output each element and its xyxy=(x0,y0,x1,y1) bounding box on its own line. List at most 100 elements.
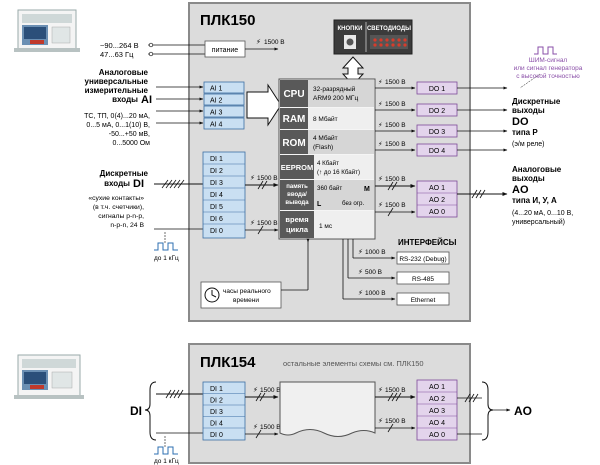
svg-text:сигналы p-n-p,: сигналы p-n-p, xyxy=(98,213,144,220)
plc154-di-label: DI xyxy=(130,404,142,418)
svg-text:⚡: ⚡ xyxy=(250,219,255,227)
svg-text:времени: времени xyxy=(233,297,259,304)
do-code: DO xyxy=(512,116,529,128)
svg-text:(э/м реле): (э/м реле) xyxy=(512,141,544,148)
ai-description: Аналоговые универсальные измерительные в… xyxy=(84,68,152,147)
rs232-box: RS-232 (Debug) xyxy=(396,251,450,265)
svg-text:AO 2: AO 2 xyxy=(429,396,445,403)
svg-text:⚡: ⚡ xyxy=(250,174,255,182)
svg-text:4 Мбайт: 4 Мбайт xyxy=(313,134,338,142)
svg-text:часы реального: часы реального xyxy=(223,288,271,295)
svg-text:выходы: выходы xyxy=(512,106,545,115)
ao-description: Аналоговые выходы AO типа И, У, А (4...2… xyxy=(512,165,573,226)
svg-text:DO 1: DO 1 xyxy=(429,86,445,93)
power-block-label: питание xyxy=(212,47,238,54)
di-channels: до 1 кГц DI 1 DI 2 DI 3 DI 4 DI 5 DI 6 D… xyxy=(154,151,279,262)
plc154-title: ПЛК154 xyxy=(200,354,256,371)
eeprom-label: EEPROM xyxy=(281,163,314,172)
do-3-box: DO 3 xyxy=(416,124,458,138)
svg-text:универсальные: универсальные xyxy=(85,77,149,86)
di-description: Дискретные входы DI «сухие контакты» (в … xyxy=(88,169,148,229)
buttons-leds-block: КНОПКИ СВЕТОДИОДЫ xyxy=(333,19,413,55)
buttons-cpu-link xyxy=(341,56,365,86)
svg-text:⚡: ⚡ xyxy=(358,268,363,276)
svg-text:n-p-n, 24 В: n-p-n, 24 В xyxy=(110,222,144,229)
plc154-pulse-icon xyxy=(154,446,178,455)
svg-text:AO 4: AO 4 xyxy=(429,420,445,427)
svg-text:«сухие контакты»: «сухие контакты» xyxy=(88,195,144,202)
svg-text:360 байт: 360 байт xyxy=(317,185,342,192)
ai-1-box: AI 1 xyxy=(203,81,245,94)
di-2-label: DI 2 xyxy=(210,168,223,175)
svg-text:1500 В: 1500 В xyxy=(385,141,406,148)
interfaces: ИНТЕРФЕЙСЫ ⚡1000 В ⚡500 В ⚡1000 В RS-232… xyxy=(342,238,457,306)
svg-text:0...5 мА, 0...1(10) В,: 0...5 мА, 0...1(10) В, xyxy=(86,122,150,129)
svg-text:DI 4: DI 4 xyxy=(210,421,223,428)
svg-text:DI 1: DI 1 xyxy=(210,386,223,393)
ai-2-box: AI 2 xyxy=(203,93,245,106)
plc154-ao-label: AO xyxy=(514,404,532,418)
ai-channels: AI 1 AI 2 AI 3 AI 4 xyxy=(156,81,282,130)
ao-code: AO xyxy=(512,184,529,196)
svg-text:1500 В: 1500 В xyxy=(385,79,406,86)
svg-text:1500 В: 1500 В xyxy=(385,387,406,394)
svg-text:Ethernet: Ethernet xyxy=(411,297,436,304)
svg-text:AI 2: AI 2 xyxy=(210,98,223,105)
buttons-label: КНОПКИ xyxy=(338,26,363,32)
svg-text:ARM9 200 МГц: ARM9 200 МГц xyxy=(313,95,358,102)
svg-text:(Flash): (Flash) xyxy=(313,144,333,151)
svg-text:4 Кбайт: 4 Кбайт xyxy=(317,160,339,167)
plc154-device-image xyxy=(14,354,84,399)
ao-isolation: 1500 В xyxy=(385,176,406,183)
svg-text:1500 В: 1500 В xyxy=(260,387,281,394)
svg-text:измерительные: измерительные xyxy=(85,86,149,95)
do-description: ШИМ-сигнал или сигнал генератора с высок… xyxy=(512,57,583,148)
ram-label: RAM xyxy=(283,114,306,125)
interfaces-title: ИНТЕРФЕЙСЫ xyxy=(398,238,457,247)
cycle-label-2: цикла xyxy=(286,225,309,234)
svg-text:⚡: ⚡ xyxy=(256,38,261,46)
svg-text:типа Р: типа Р xyxy=(512,128,538,137)
svg-text:AO 1: AO 1 xyxy=(429,384,445,391)
svg-text:⚡: ⚡ xyxy=(358,289,363,297)
ai-4-box: AI 4 xyxy=(203,117,245,130)
ao-2-label: AO 2 xyxy=(429,197,445,204)
svg-text:⚡: ⚡ xyxy=(378,101,383,108)
svg-text:без огр.: без огр. xyxy=(342,200,364,207)
do-4-box: DO 4 xyxy=(416,143,458,157)
plc150-device-image xyxy=(14,9,80,52)
svg-text:Аналоговые: Аналоговые xyxy=(512,165,562,174)
svg-text:⚡: ⚡ xyxy=(253,423,258,431)
plc154-core-block xyxy=(279,381,376,437)
svg-text:⚡: ⚡ xyxy=(378,175,383,183)
power-frequency: 47...63 Гц xyxy=(100,50,134,59)
rs485-box: RS-485 xyxy=(396,271,450,285)
svg-text:(↑ до 16 Кбайт): (↑ до 16 Кбайт) xyxy=(317,169,360,176)
svg-text:⚡: ⚡ xyxy=(378,122,383,129)
svg-text:L: L xyxy=(317,201,322,208)
svg-text:AI 3: AI 3 xyxy=(210,110,223,117)
ao-1-label: AO 1 xyxy=(429,185,445,192)
svg-text:1000 В: 1000 В xyxy=(365,249,386,256)
svg-text:AI 4: AI 4 xyxy=(210,122,223,129)
svg-text:1500 В: 1500 В xyxy=(385,101,406,108)
cpu-label: CPU xyxy=(283,89,304,100)
di-5-label: DI 5 xyxy=(210,204,223,211)
ethernet-box: Ethernet xyxy=(396,292,450,306)
do-1-box: DO 1 xyxy=(416,81,458,95)
svg-text:входы: входы xyxy=(112,95,138,104)
svg-text:(4...20 мА, 0...10 В,: (4...20 мА, 0...10 В, xyxy=(512,210,573,217)
di-code: DI xyxy=(133,178,144,190)
svg-text:DO 4: DO 4 xyxy=(429,148,445,155)
svg-text:1500 В: 1500 В xyxy=(257,220,278,227)
svg-text:AI 1: AI 1 xyxy=(210,86,223,93)
svg-text:1000 В: 1000 В xyxy=(365,290,386,297)
svg-text:RS-485: RS-485 xyxy=(412,276,434,283)
svg-text:⚡: ⚡ xyxy=(253,386,258,394)
svg-text:1500 В: 1500 В xyxy=(385,122,406,129)
io-memory-label-2: ввода/ xyxy=(287,192,307,198)
power-section: ~90...264 В 47...63 Гц питание 1500 В ⚡ xyxy=(100,38,285,59)
do-2-box: DO 2 xyxy=(416,103,458,117)
di-3-label: DI 3 xyxy=(210,180,223,187)
